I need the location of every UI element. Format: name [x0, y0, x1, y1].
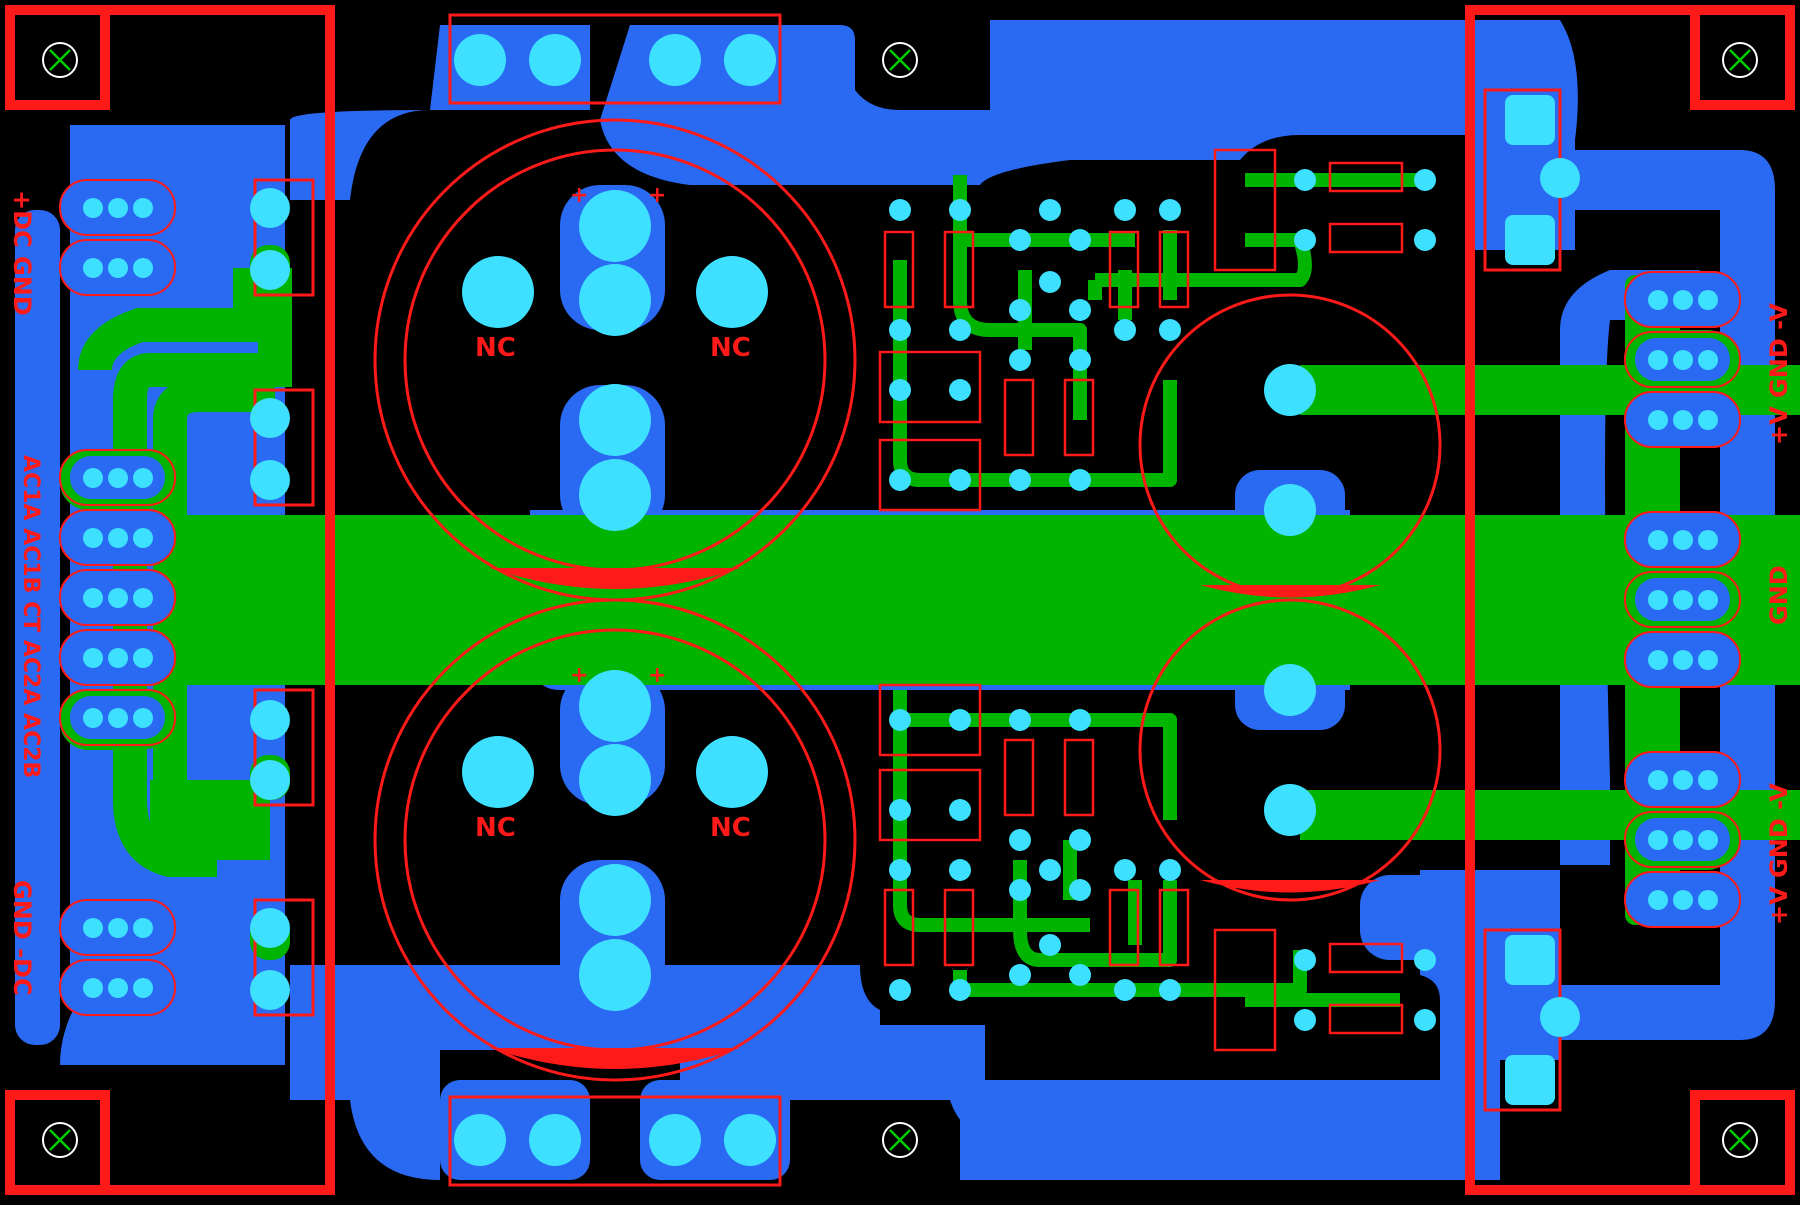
cap-right-lower-band [1200, 880, 1380, 893]
cap-lower-nc-left: NC [475, 813, 516, 843]
gnd-bus [160, 515, 1800, 685]
bottom-left-pour [290, 965, 880, 1180]
cap-lower-plus-right: + [648, 663, 666, 688]
pads [250, 34, 1580, 1166]
mount-holes [42, 42, 1758, 1158]
cap-right-upper-band [1200, 585, 1380, 598]
cap-lower-plus-left: + [570, 663, 588, 688]
right-inner-rail [1560, 270, 1700, 865]
cap-polarity-bands [490, 568, 1380, 1069]
corner-top-right [1690, 5, 1795, 110]
mount-hole-top-right [1722, 42, 1758, 78]
cap-lower-nc-right: NC [710, 813, 751, 843]
conn-top-outline [448, 13, 782, 105]
via-grid-bottom [889, 709, 1436, 1031]
mount-hole-bottom-left [42, 1122, 78, 1158]
label-right-top: +V GND -V [1765, 303, 1793, 445]
label-left-bottom-dc: GND -DC [8, 880, 36, 996]
cap-upper-nc-right: NC [710, 333, 751, 363]
top-left-pour [290, 25, 590, 200]
cap-upper-plus-left: + [570, 183, 588, 208]
corner-bottom-right [1690, 1090, 1795, 1195]
label-left-ac: AC1A AC1B CT AC2A AC2B [18, 455, 43, 778]
silkscreen-layer [5, 5, 1795, 1195]
label-left-top-dc: +DC GND [8, 190, 36, 316]
label-right-mid: GND [1765, 565, 1793, 625]
conn-bottom-outline [448, 1095, 782, 1187]
right-heatsink-outline [1465, 5, 1700, 1195]
mount-hole-bottom-right [1722, 1122, 1758, 1158]
mount-hole-top-center [882, 42, 918, 78]
cap-right-lower [1138, 598, 1442, 902]
right-terminals [1624, 271, 1741, 928]
cap-upper-band [490, 568, 740, 589]
corner-top-left [5, 5, 110, 110]
terminal-blocks [59, 179, 1741, 1016]
via-grid-top [889, 169, 1436, 491]
mount-hole-bottom-center [882, 1122, 918, 1158]
cap-upper-plus-right: + [648, 183, 666, 208]
cap-lower-outer [373, 598, 857, 1082]
cap-upper-nc-left: NC [475, 333, 516, 363]
mount-hole-top-left [42, 42, 78, 78]
top-center-pour [600, 20, 1550, 185]
bottom-center-pour [960, 1080, 1440, 1180]
silk-text: +DC GND AC1A AC1B CT AC2A AC2B GND -DC +… [8, 183, 1793, 996]
left-green-loop [78, 268, 292, 877]
label-right-bottom: +V GND -V [1765, 783, 1793, 925]
cap-lower-band [490, 1048, 740, 1069]
left-rail [15, 210, 60, 1045]
vias [889, 169, 1436, 1031]
left-heatsink-outline [100, 5, 335, 1195]
left-terminals [59, 179, 176, 1016]
